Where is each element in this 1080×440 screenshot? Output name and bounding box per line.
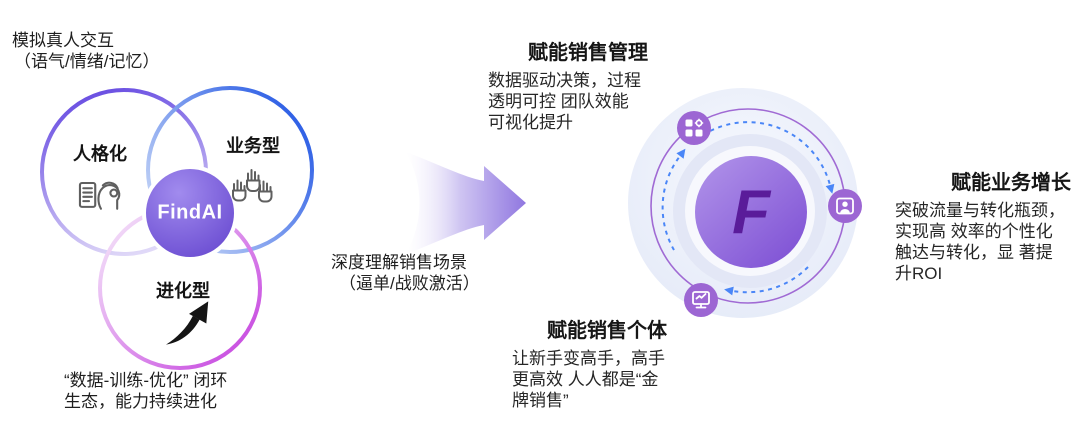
benefit-line: 牌销售” — [512, 391, 569, 410]
note-sales-scenario: 深度理解销售场景 （逼单/战败激活） — [331, 252, 480, 294]
right-arrow — [406, 152, 526, 254]
user-card-icon — [828, 189, 862, 223]
benefit-line: 升ROI — [895, 264, 943, 283]
venn-circles — [40, 86, 314, 370]
benefit-title: 赋能业务增长 — [951, 172, 1071, 194]
venn-label-evolving: 进化型 — [156, 281, 210, 301]
logo-circle — [695, 156, 807, 268]
benefit-sales-individual: 赋能销售个体 让新手变高手，高手 更高效 人人都是“金 牌销售” — [512, 314, 702, 411]
benefit-line: 突破流量与转化瓶颈， — [895, 201, 1065, 220]
cycle-arrows — [661, 121, 831, 294]
findai-center-label: FindAI — [157, 201, 223, 224]
apps-gear-icon — [677, 111, 711, 145]
benefit-line: 数据驱动决策，过程 — [488, 71, 641, 90]
findai-logo-letter: F — [732, 178, 772, 247]
cycle-graphic: F — [628, 88, 862, 318]
benefit-line: 实现高 效率的个性化 — [895, 222, 1053, 241]
note-line: “数据-训练-优化” 闭环 — [64, 371, 228, 390]
benefit-line: 触达与转化，显 著提 — [895, 243, 1053, 262]
note-line: （逼单/战败激活） — [339, 274, 480, 293]
benefit-title: 赋能销售个体 — [547, 320, 667, 342]
raised-hands-icon — [231, 168, 275, 213]
note-line: 深度理解销售场景 — [331, 253, 467, 272]
venn-circle-business — [146, 86, 314, 254]
benefit-line: 更高效 人人都是“金 — [512, 370, 659, 389]
monitor-trend-icon — [684, 283, 718, 317]
benefit-line: 透明可控 团队效能 — [488, 92, 629, 111]
note-data-loop: “数据-训练-优化” 闭环 生态，能力持续进化 — [64, 370, 227, 412]
venn-label-personalized: 人格化 — [73, 144, 127, 164]
benefit-business-growth: 赋能业务增长 突破流量与转化瓶颈， 实现高 效率的个性化 触达与转化，显 著提 … — [895, 166, 1071, 284]
note-line: 模拟真人交互 — [12, 31, 114, 50]
benefit-title: 赋能销售管理 — [528, 42, 648, 64]
persona-headset-document-icon — [77, 173, 123, 220]
note-line: 生态，能力持续进化 — [64, 392, 217, 411]
venn-label-business: 业务型 — [226, 136, 280, 156]
venn-center-circle — [142, 165, 238, 261]
empowerment-cycle: F — [620, 85, 900, 325]
note-simulated-interaction: 模拟真人交互 （语气/情绪/记忆） — [12, 30, 159, 72]
benefit-line: 可视化提升 — [488, 113, 573, 132]
note-line: （语气/情绪/记忆） — [14, 52, 160, 71]
cycle-arrowheads — [676, 148, 835, 296]
benefit-line: 让新手变高手，高手 — [512, 349, 665, 368]
venn-diagram: 人格化 业务型 进化型 FindAI — [30, 78, 330, 378]
benefit-sales-management: 赋能销售管理 数据驱动决策，过程 透明可控 团队效能 可视化提升 — [488, 36, 688, 133]
growth-swoosh-arrow-icon — [163, 300, 217, 353]
